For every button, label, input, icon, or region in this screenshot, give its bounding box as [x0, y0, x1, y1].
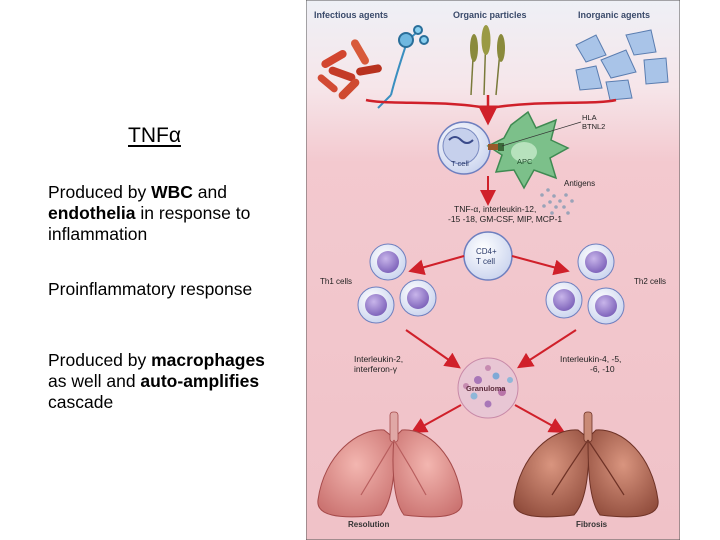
resolution-label: Resolution: [348, 520, 389, 529]
th1-cytokines-line-1: Interleukin-2,: [354, 354, 403, 364]
label-infectious-agents: Infectious agents: [314, 10, 388, 20]
btnl2-label: BTNL2: [582, 122, 605, 131]
th1-label: Th1 cells: [320, 277, 352, 286]
t-cell-label: T cell: [451, 159, 469, 168]
th1-cytokines-line-2: interferon-γ: [354, 364, 398, 374]
fibrosis-label: Fibrosis: [576, 520, 608, 529]
cd4-t-cell: CD4+ T cell: [464, 232, 512, 280]
th2-label: Th2 cells: [634, 277, 666, 286]
cd4-label-line-1: CD4+: [476, 247, 497, 256]
cytokines-line-2: -15 -18, GM-CSF, MIP, MCP-1: [448, 214, 562, 224]
t-cell: T cell: [438, 122, 490, 174]
label-organic-particles: Organic particles: [453, 10, 527, 20]
sarcoidosis-pathway-figure: Infectious agents Organic particles Inor…: [306, 0, 680, 540]
label-inorganic-agents: Inorganic agents: [578, 10, 650, 20]
th2-cytokines-line-1: Interleukin-4, -5,: [560, 354, 621, 364]
cd4-label-line-2: T cell: [476, 257, 495, 266]
antigens-label: Antigens: [564, 179, 595, 188]
cytokines-line-1: TNF-α, interleukin-12,: [454, 204, 536, 214]
th2-cytokines-line-2: -6, -10: [590, 364, 615, 374]
apc-label: APC: [517, 157, 533, 166]
granuloma-label: Granuloma: [466, 384, 506, 393]
hla-label: HLA: [582, 113, 597, 122]
